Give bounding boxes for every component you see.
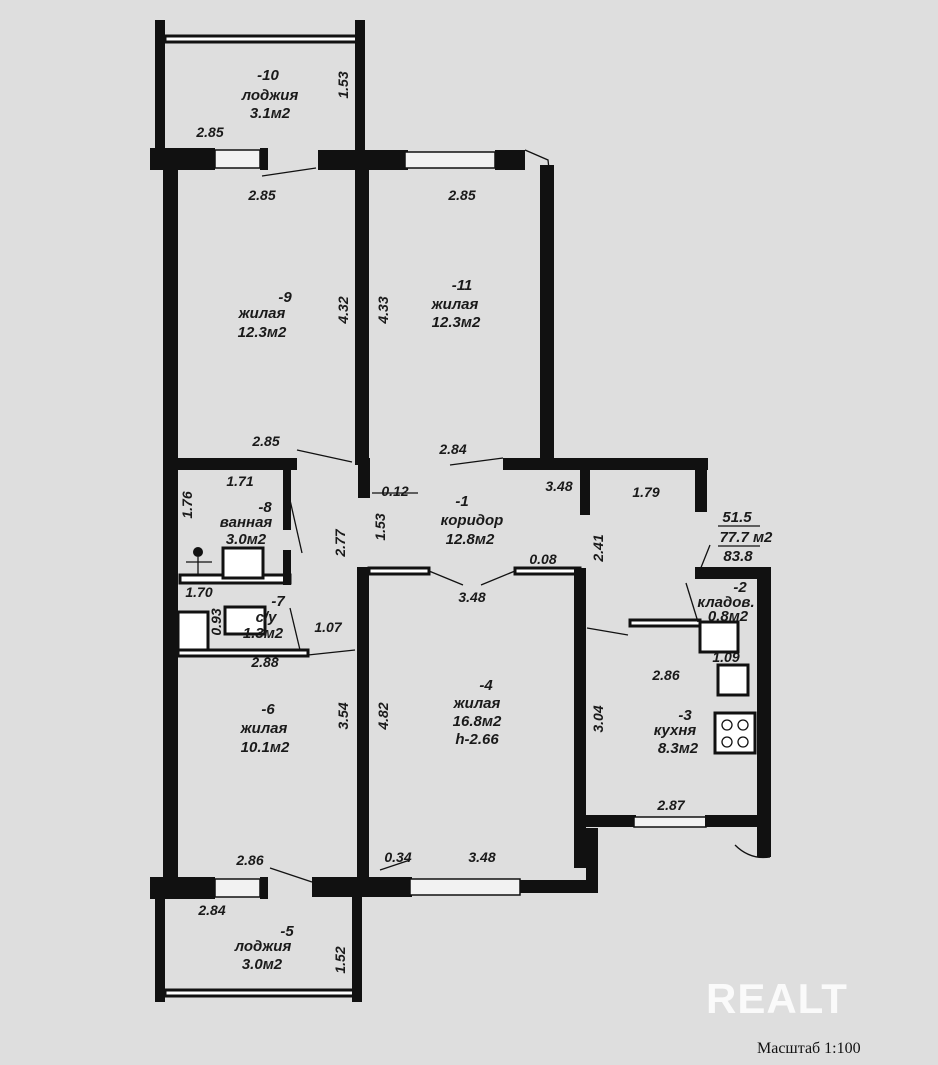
dimension: 0.34	[384, 849, 411, 865]
dimensions: 1.53 2.85 2.85 2.85 4.32 4.33 2.85 2.84 …	[179, 71, 740, 973]
walls	[150, 20, 771, 1002]
dimension: 1.71	[226, 473, 253, 489]
room-2-type: кладов.	[697, 594, 754, 611]
dimension: 3.48	[458, 589, 485, 605]
dimension: 1.07	[314, 619, 342, 635]
room-10-type: лоджия	[241, 87, 299, 104]
dimension: 2.85	[447, 187, 475, 203]
room-2-number: -2	[733, 579, 747, 596]
dimension: 2.86	[651, 667, 679, 683]
dimension: 2.88	[250, 654, 278, 670]
room-5-type: лоджия	[234, 938, 292, 955]
living-area: 51.5	[722, 509, 752, 526]
door-swing-lines	[261, 167, 711, 883]
dimension: 4.82	[375, 702, 391, 730]
dimension: 2.85	[247, 187, 275, 203]
dimension: 0.12	[381, 483, 408, 499]
room-11-type: жилая	[431, 296, 479, 313]
dimension: 3.48	[468, 849, 495, 865]
room-9-number: -9	[278, 289, 292, 306]
total-area: 77.7 м2	[720, 529, 773, 546]
dimension: 1.53	[372, 513, 388, 540]
room-7-type: с/у	[256, 609, 278, 626]
room-labels: -10 лоджия 3.1м2 -9 жилая 12.3м2 -11 жил…	[220, 67, 755, 973]
room-11-number: -11	[452, 277, 473, 294]
room-8-area: 3.0м2	[226, 531, 267, 548]
room-10-area: 3.1м2	[250, 105, 291, 122]
dimension: 2.85	[195, 124, 223, 140]
room-9-area: 12.3м2	[238, 324, 287, 341]
dimension: 1.09	[712, 649, 739, 665]
room-1-number: -1	[455, 493, 468, 510]
room-2-area: 0.8м2	[708, 608, 749, 625]
room-3-number: -3	[678, 707, 692, 724]
dimension: 3.48	[545, 478, 572, 494]
realt-watermark: REALT	[706, 975, 848, 1022]
dimension: 2.84	[197, 902, 225, 918]
dimension: 1.76	[179, 491, 195, 518]
room-7-number: -7	[271, 593, 285, 610]
dimension: 2.85	[251, 433, 279, 449]
room-5-number: -5	[280, 923, 294, 940]
room-1-area: 12.8м2	[446, 531, 495, 548]
room-6-type: жилая	[240, 720, 288, 737]
room-10-number: -10	[257, 67, 279, 84]
room-1-type: коридор	[441, 512, 504, 529]
dimension: 1.70	[185, 584, 212, 600]
dimension: 2.41	[590, 534, 606, 562]
room-3-type: кухня	[654, 722, 697, 739]
dimension: 1.79	[632, 484, 659, 500]
scale-label: Масштаб 1:100	[757, 1040, 861, 1057]
dimension: 2.87	[656, 797, 685, 813]
dimension: 2.84	[438, 441, 466, 457]
dimension: 1.53	[335, 71, 351, 98]
dimension: 2.86	[235, 852, 263, 868]
dimension: 1.52	[332, 946, 348, 973]
room-4-type: жилая	[453, 695, 501, 712]
room-6-number: -6	[261, 701, 275, 718]
room-9-type: жилая	[238, 305, 286, 322]
room-8-type: ванная	[220, 514, 273, 531]
area-totals: 51.5 77.7 м2 83.8	[718, 509, 773, 565]
room-4-area: 16.8м2	[453, 713, 502, 730]
dimension: 0.93	[208, 608, 224, 635]
dimension: 0.08	[529, 551, 556, 567]
room-4-number: -4	[479, 677, 493, 694]
dimension: 3.54	[335, 702, 351, 729]
dimension: 4.32	[335, 296, 351, 324]
room-8-number: -8	[258, 499, 272, 516]
room-4-height: h-2.66	[455, 731, 499, 748]
overall-area: 83.8	[723, 548, 753, 565]
room-3-area: 8.3м2	[658, 740, 699, 757]
dimension: 2.77	[332, 528, 348, 557]
room-5-area: 3.0м2	[242, 956, 283, 973]
dimension: 4.33	[375, 296, 391, 324]
room-11-area: 12.3м2	[432, 314, 481, 331]
room-7-area: 1.3м2	[243, 625, 284, 642]
room-6-area: 10.1м2	[241, 739, 290, 756]
dimension: 3.04	[590, 705, 606, 732]
